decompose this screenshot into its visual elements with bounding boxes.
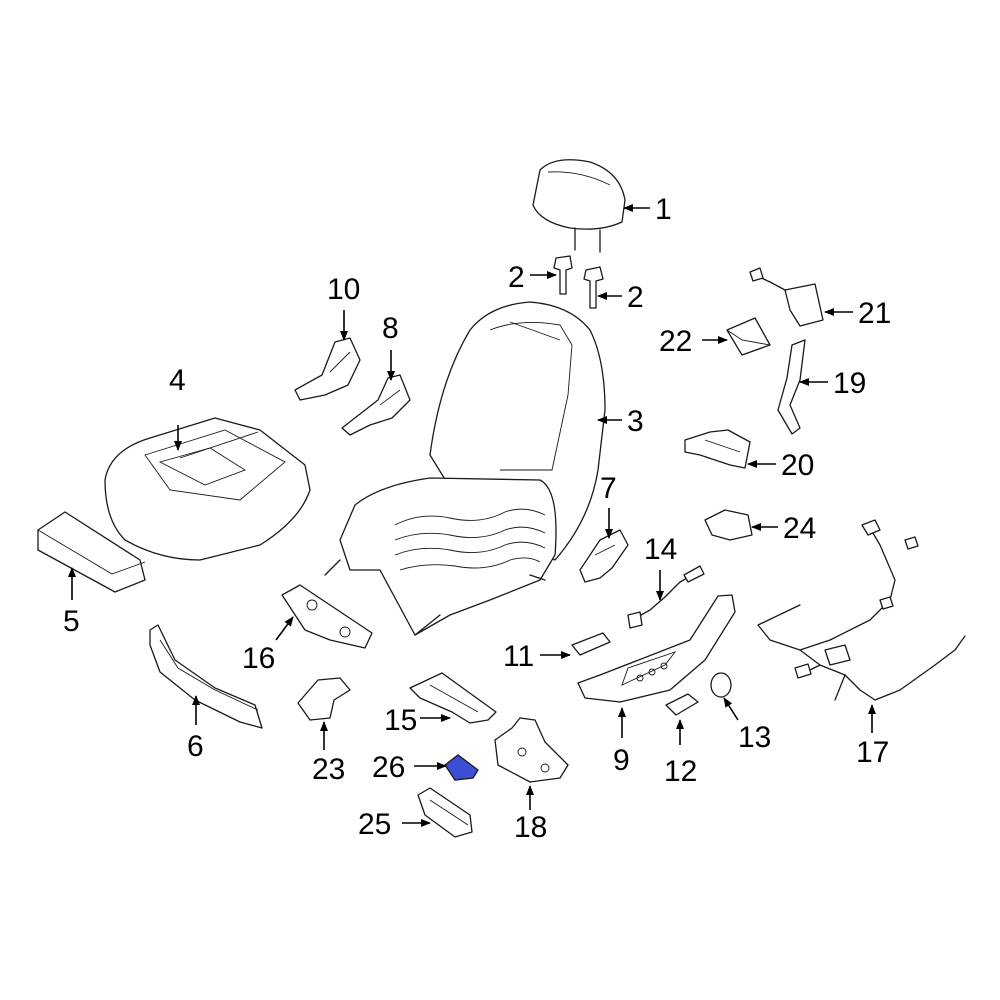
callout-1: 1	[655, 193, 672, 226]
callout-17: 17	[856, 736, 889, 769]
part-24-clip[interactable]	[704, 509, 753, 541]
callout-13: 13	[738, 721, 771, 754]
part-2-headrest-guide-right[interactable]	[583, 266, 604, 309]
part-9-side-cover[interactable]	[577, 594, 736, 703]
callout-7: 7	[600, 472, 617, 505]
callout-3: 3	[627, 405, 644, 438]
part-21-module[interactable]	[749, 267, 824, 327]
part-23-clip[interactable]	[297, 677, 351, 721]
part-17-wire-harness[interactable]	[757, 519, 966, 701]
part-4-seat-cushion[interactable]	[104, 417, 311, 561]
callout-2-left: 2	[508, 261, 525, 294]
callout-labels: 1 2 2 3 4 5 6 7 8 9 10 11 12 13 14 15 16…	[63, 193, 891, 844]
callout-26: 26	[372, 751, 405, 784]
callout-4: 4	[169, 364, 186, 397]
part-26-module-highlighted[interactable]	[444, 754, 479, 781]
part-12-knob[interactable]	[665, 693, 699, 716]
callout-22: 22	[659, 325, 692, 358]
callout-23: 23	[312, 753, 345, 786]
callout-25: 25	[358, 808, 391, 841]
callout-19: 19	[833, 367, 866, 400]
callout-8: 8	[382, 312, 399, 345]
part-5-pad[interactable]	[37, 511, 146, 593]
callout-16: 16	[242, 642, 275, 675]
part-13-cap[interactable]	[710, 672, 732, 698]
callout-20: 20	[781, 449, 814, 482]
callout-24: 24	[783, 512, 816, 545]
part-18-bracket[interactable]	[494, 717, 569, 783]
callout-15: 15	[384, 704, 417, 737]
callout-21: 21	[858, 297, 891, 330]
callout-6: 6	[187, 730, 204, 763]
part-1-headrest[interactable]	[532, 159, 626, 253]
callout-arrows	[68, 204, 876, 827]
part-15-bracket[interactable]	[409, 672, 497, 724]
part-19-hose[interactable]	[777, 339, 806, 435]
part-25-base-bracket[interactable]	[417, 787, 473, 838]
part-22-block[interactable]	[726, 317, 771, 356]
callout-12: 12	[664, 755, 697, 788]
part-6-trim-strip[interactable]	[149, 624, 263, 729]
callout-11: 11	[503, 640, 534, 673]
callout-10: 10	[327, 273, 360, 306]
callout-14: 14	[644, 533, 677, 566]
part-7-bracket[interactable]	[579, 529, 629, 583]
part-2-headrest-guide-left[interactable]	[553, 255, 573, 295]
callout-5: 5	[63, 605, 80, 638]
part-16-bracket[interactable]	[281, 584, 373, 649]
part-14-wire[interactable]	[627, 565, 705, 629]
part-11-knob[interactable]	[571, 632, 611, 656]
callout-2-right: 2	[627, 281, 644, 314]
part-10-hinge-cover[interactable]	[294, 337, 361, 401]
callout-9: 9	[613, 744, 630, 777]
part-8-hinge-cover[interactable]	[341, 374, 411, 436]
part-3-seat-frame[interactable]	[324, 301, 606, 636]
part-20-bracket[interactable]	[684, 429, 751, 469]
callout-18: 18	[514, 811, 547, 844]
